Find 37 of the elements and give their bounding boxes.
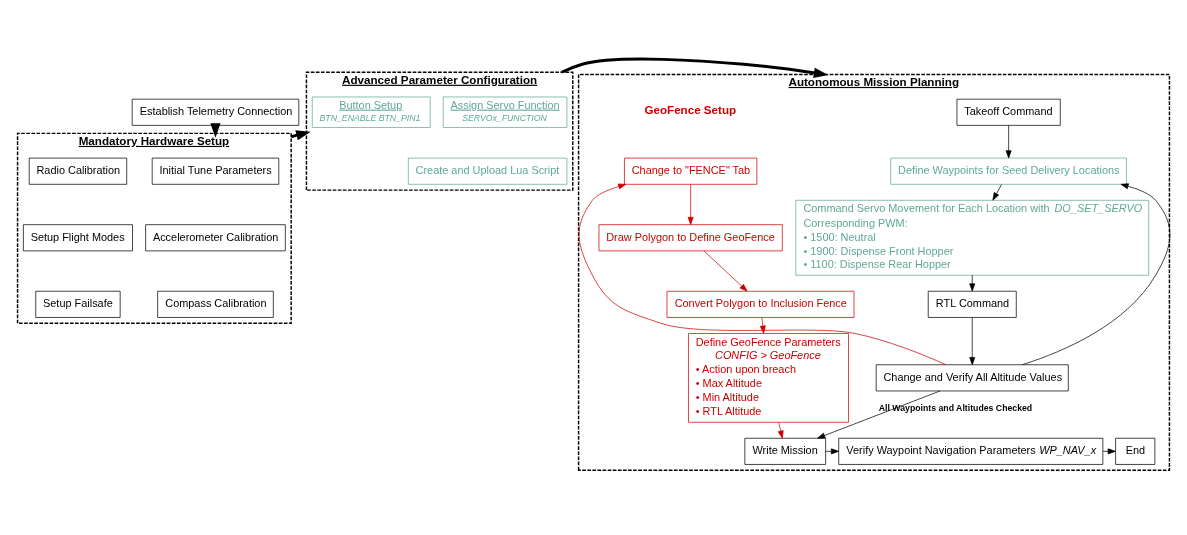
arrow bbox=[992, 184, 1002, 201]
node-box: Convert Polygon to Inclusion Fence bbox=[666, 290, 855, 318]
edge-label: All Waypoints and Altitudes Checked bbox=[878, 403, 1033, 414]
arrow bbox=[759, 317, 766, 334]
arrow bbox=[969, 274, 976, 292]
node-box: Change and Verify All Altitude Values bbox=[875, 364, 1069, 392]
node-box: Button Setup BTN_ENABLE BTN_PIN1 bbox=[311, 96, 431, 128]
arrow bbox=[687, 184, 694, 225]
node-box: Draw Polygon to Define GeoFence bbox=[598, 224, 783, 252]
node-box: Setup Flight Modes bbox=[23, 224, 133, 252]
node-box: Initial Tune Parameters bbox=[151, 157, 280, 185]
label: GeoFence Setup bbox=[644, 103, 737, 117]
arrow bbox=[1102, 448, 1116, 455]
arrow bbox=[703, 250, 748, 292]
node-box: Command Servo Movement for Each Location with DO_SET_SERVO Corresponding PWM: • 1500: Neutral • 1900: Dispense Front Hopper • 1100: Dispense Rear Hopper bbox=[795, 199, 1150, 276]
node-box: Create and Upload Lua Script bbox=[407, 157, 568, 185]
node-box: Write Mission bbox=[744, 437, 826, 465]
node-box: Accelerometer Calibration bbox=[145, 224, 286, 252]
arrow bbox=[1021, 183, 1171, 366]
node-box: Radio Calibration bbox=[28, 157, 128, 185]
node-box: End bbox=[1115, 437, 1156, 465]
node-box: Setup Failsafe bbox=[35, 290, 121, 318]
node-box: Assign Servo Function SERVOx_FUNCTION bbox=[442, 96, 568, 128]
arrow bbox=[1005, 125, 1012, 159]
node-box: RTL Command bbox=[927, 290, 1017, 318]
arrow bbox=[817, 390, 941, 439]
node-box: Verify Waypoint Navigation Parameters WP_NAV_x bbox=[838, 437, 1104, 465]
arrow bbox=[825, 448, 839, 455]
arrow bbox=[777, 422, 784, 439]
node-box: Change to "FENCE" Tab bbox=[624, 157, 758, 185]
arrow bbox=[969, 317, 976, 366]
arrow bbox=[561, 57, 829, 78]
node-box: Define Waypoints for Seed Delivery Locations bbox=[890, 157, 1127, 185]
arrow bbox=[578, 183, 947, 366]
node-box: Compass Calibration bbox=[157, 290, 274, 318]
node-box: Takeoff Command bbox=[956, 98, 1061, 126]
node-box: Define GeoFence Parameters CONFIG > GeoFence • Action upon breach • Max Altitude • Min Altitude • RTL Altitude bbox=[688, 333, 849, 423]
